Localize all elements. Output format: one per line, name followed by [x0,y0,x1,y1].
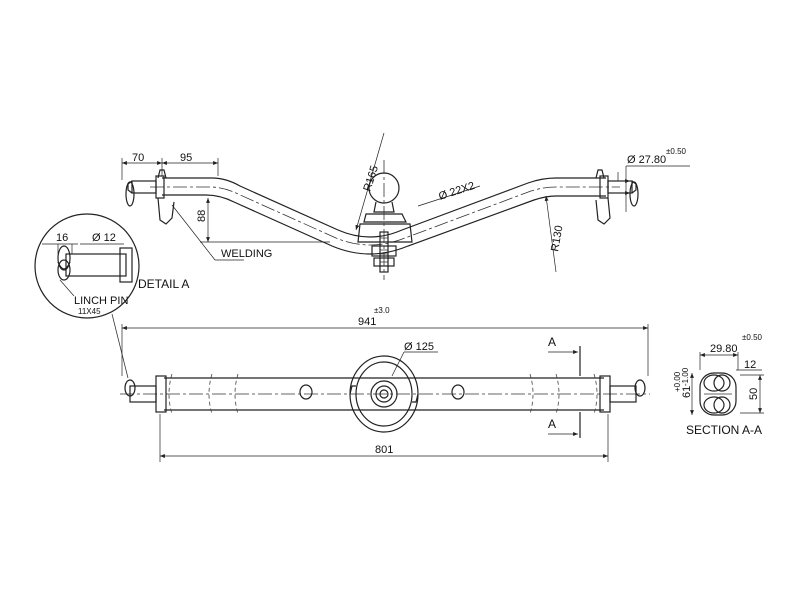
dim-27-80-tolerance: ±0.50 [666,147,687,156]
linch-pin-label: LINCH PIN [74,295,128,307]
section-a-a-title: SECTION A-A [686,423,762,437]
section-marker-bottom: A [548,417,556,431]
dim-941-tolerance: ±3.0 [374,306,390,315]
dim-88: 88 [196,210,208,222]
dim-50: 50 [748,388,760,400]
dim-detail-12: Ø 12 [92,232,116,244]
dim-801: 801 [375,444,393,456]
welding-label: WELDING [221,248,272,260]
plan-view-dimensions: 941 ±3.0 801 Ø 125 A A [121,306,649,462]
dim-61: 61 [681,386,693,398]
dim-125: Ø 125 [404,341,434,353]
dim-r165: R165 [361,164,381,193]
dim-29-80: 29.80 [710,343,738,355]
dim-941: 941 [358,316,376,328]
dim-61-tol-plus: +0.00 [673,371,682,392]
detail-a-title: DETAIL A [138,277,189,291]
dim-27-80: Ø 27.80 [627,154,666,166]
section-marker-top: A [548,335,556,349]
dim-61-tol-minus: -1.00 [681,367,690,386]
plan-view-drawbar [120,355,650,433]
top-view-dimensions: 70 95 88 WELDING R165 Ø 22X2 R130 Ø 27.8… [121,132,690,273]
linch-pin-size: 11X45 [78,307,101,316]
dim-95: 95 [180,152,192,164]
dim-r130: R130 [549,225,565,253]
dim-16: 16 [56,232,68,244]
top-view-drawbar [125,160,639,280]
detail-a: 16 Ø 12 LINCH PIN 11X45 DETAIL A [34,213,189,379]
dim-section-12: 12 [744,359,756,371]
dim-70: 70 [132,152,144,164]
dim-29-80-tolerance: ±0.50 [742,333,763,342]
dim-22x2: Ø 22X2 [437,180,476,203]
section-a-a: 29.80 ±0.50 12 61 +0.00 -1.00 50 SECTION… [673,333,764,437]
